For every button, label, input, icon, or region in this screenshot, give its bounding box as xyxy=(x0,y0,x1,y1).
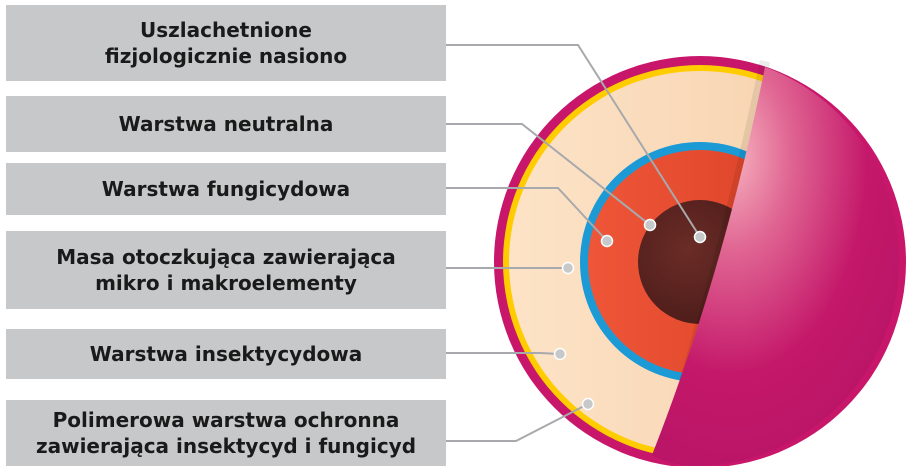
label-text-line-1: Warstwa neutralna xyxy=(119,111,334,137)
marker-seed xyxy=(695,232,706,243)
label-text-line-1: Polimerowa warstwa ochronna xyxy=(36,407,416,433)
marker-mass xyxy=(563,263,574,274)
label-insecticide-layer: Warstwa insektycydowa xyxy=(6,329,446,379)
label-fungicide-layer: Warstwa fungicydowa xyxy=(6,163,446,215)
label-polymer-protective-layer: Polimerowa warstwa ochronna zawierająca … xyxy=(6,400,446,466)
label-text-line-1: Warstwa fungicydowa xyxy=(102,176,350,202)
label-physiologically-enhanced-seed: Uszlachetnione fizjologicznie nasiono xyxy=(6,5,446,81)
marker-insecticide xyxy=(555,349,566,360)
label-neutral-layer: Warstwa neutralna xyxy=(6,96,446,152)
marker-outer xyxy=(583,399,594,410)
label-enveloping-mass: Masa otoczkująca zawierająca mikro i mak… xyxy=(6,231,446,309)
label-text-line-1: Uszlachetnione xyxy=(105,17,347,43)
marker-neutral xyxy=(645,220,656,231)
marker-fungicide xyxy=(602,236,613,247)
label-text-line-2: zawierająca insektycyd i fungicyd xyxy=(36,433,416,459)
label-text-line-1: Warstwa insektycydowa xyxy=(90,341,363,367)
label-text-line-2: fizjologicznie nasiono xyxy=(105,43,347,69)
label-text-line-2: mikro i makroelementy xyxy=(56,270,396,296)
label-text-line-1: Masa otoczkująca zawierająca xyxy=(56,244,396,270)
